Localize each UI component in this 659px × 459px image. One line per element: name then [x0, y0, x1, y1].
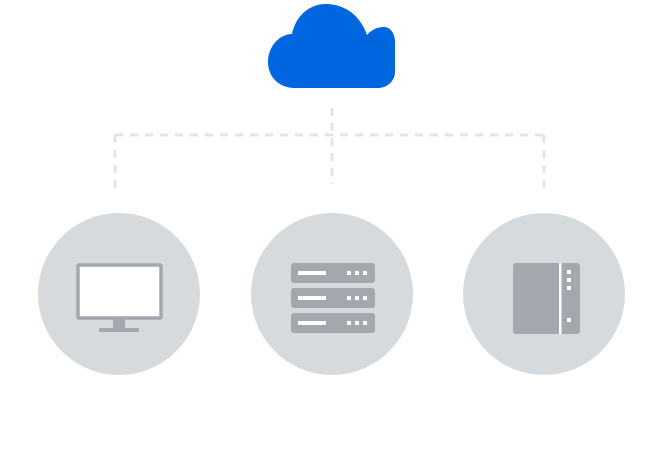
- monitor-base: [99, 328, 139, 332]
- nas-led-2: [567, 278, 571, 282]
- nas-led-3: [567, 286, 571, 290]
- monitor-icon: [76, 263, 163, 332]
- monitor-neck: [113, 319, 125, 329]
- nas-divider: [559, 263, 562, 334]
- monitor-screen: [76, 263, 163, 320]
- cloud-icon: [268, 4, 395, 88]
- cloud-shape: [268, 4, 395, 88]
- server-unit-1: [291, 263, 375, 283]
- server-unit-2: [291, 288, 375, 308]
- connectors: [113, 108, 546, 190]
- nas-led-1: [567, 270, 571, 274]
- server-rack-icon: [291, 263, 375, 333]
- nas-drive-icon: [513, 263, 580, 334]
- server-unit-3: [291, 313, 375, 333]
- nas-body: [513, 263, 580, 334]
- nas-led-4: [567, 318, 571, 322]
